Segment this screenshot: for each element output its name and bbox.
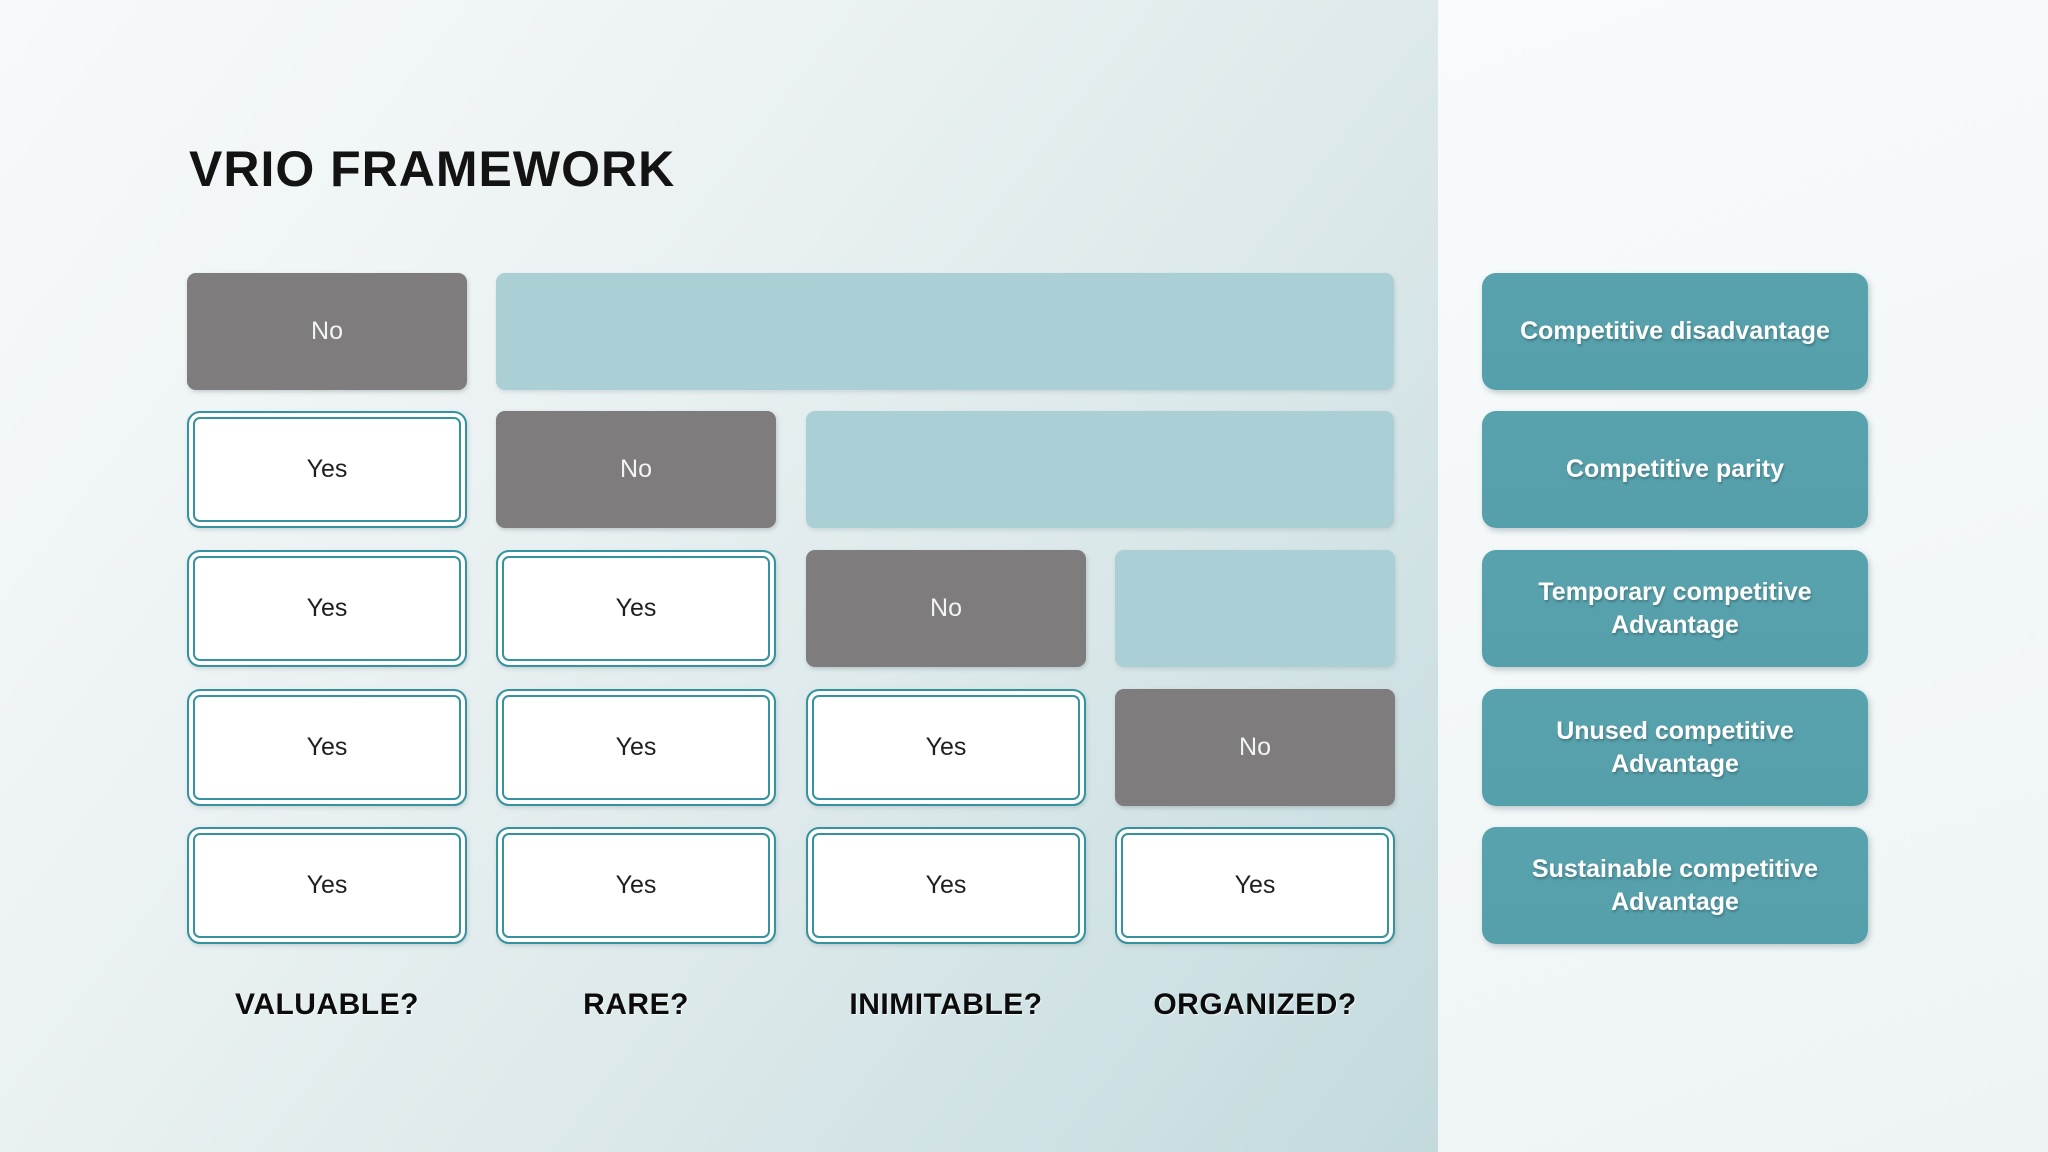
column-label-valuable: VALUABLE? — [235, 988, 419, 1021]
empty-result-band-row3 — [1115, 550, 1395, 667]
empty-result-band-row2 — [806, 411, 1394, 528]
cell-valuable-no: No — [187, 273, 467, 390]
cell-valuable-yes: Yes — [187, 827, 467, 944]
cell-inimitable-no: No — [806, 550, 1086, 667]
cell-inimitable-yes: Yes — [806, 689, 1086, 806]
column-label-rare: RARE? — [583, 988, 689, 1021]
cell-valuable-yes: Yes — [187, 411, 467, 528]
column-label-inimitable: INIMITABLE? — [849, 988, 1043, 1021]
empty-result-band-row1 — [496, 273, 1394, 390]
cell-inimitable-yes: Yes — [806, 827, 1086, 944]
outcome-unused-competitive-advantage: Unused competitive Advantage — [1482, 689, 1868, 806]
cell-organized-no: No — [1115, 689, 1395, 806]
cell-organized-yes: Yes — [1115, 827, 1395, 944]
outcome-sustainable-competitive-advantage: Sustainable competitive Advantage — [1482, 827, 1868, 944]
outcome-temporary-competitive-advantage: Temporary competitive Advantage — [1482, 550, 1868, 667]
column-label-organized: ORGANIZED? — [1153, 988, 1357, 1021]
cell-rare-yes: Yes — [496, 550, 776, 667]
outcome-competitive-disadvantage: Competitive disadvantage — [1482, 273, 1868, 390]
cell-valuable-yes: Yes — [187, 689, 467, 806]
cell-rare-yes: Yes — [496, 827, 776, 944]
cell-rare-no: No — [496, 411, 776, 528]
outcome-competitive-parity: Competitive parity — [1482, 411, 1868, 528]
cell-rare-yes: Yes — [496, 689, 776, 806]
page-title: VRIO FRAMEWORK — [189, 141, 676, 197]
cell-valuable-yes: Yes — [187, 550, 467, 667]
